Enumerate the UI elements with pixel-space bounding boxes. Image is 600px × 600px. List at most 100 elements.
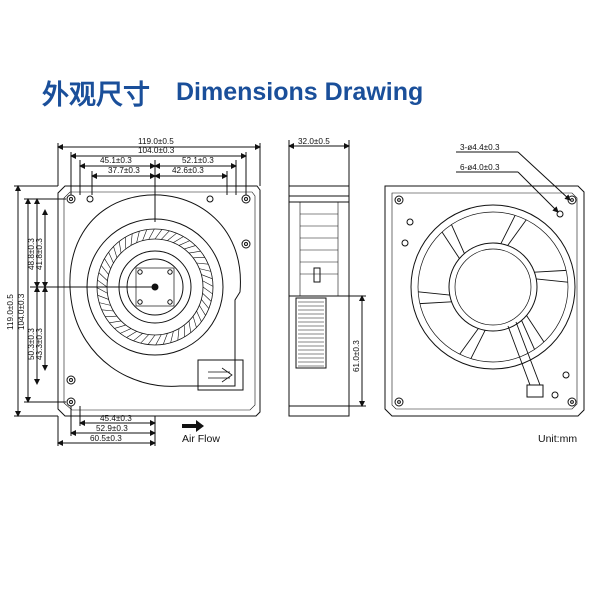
impeller-blade [126,331,137,338]
impeller-blade [192,316,197,328]
impeller-blade [109,320,122,324]
side-outlet-grille [295,297,327,369]
back-spoke [470,330,486,359]
impeller-blade [99,302,111,306]
page-title: 外观尺寸 Dimensions Drawing [42,72,423,112]
impeller-blade [196,310,202,322]
dim-overall-height: 119.0±0.5 [6,294,15,330]
impeller-blade [136,231,140,243]
unit-label: Unit:mm [538,433,577,445]
dim-right-inner-width: 42.6±0.3 [172,166,204,175]
side-fins [300,213,338,275]
impeller-blade [161,230,170,240]
dim-outlet-height: 61.0±0.3 [352,340,361,372]
hub-hole [137,299,143,305]
back-spokes [418,215,568,359]
wire-exit [526,384,544,398]
air-flow-label: Air Flow [182,433,220,445]
side-connector [313,267,321,283]
back-spoke [536,278,568,283]
dim-outlet-width-b: 52.9±0.3 [96,424,128,433]
dim-upper-height-a: 48.8±0.3 [27,238,36,270]
impeller-blade [154,229,163,240]
back-spoke [459,328,479,355]
back-spoke [534,269,567,273]
back-spoke [526,315,545,343]
impeller-blade [118,241,122,254]
front-housing-inner-edge [63,191,256,411]
impeller-blade [188,320,192,333]
impeller-blades [96,228,214,346]
label-plate [197,359,244,391]
hole-note-1: 3-ø4.4±0.3 [460,143,500,152]
impeller-blade [114,324,126,329]
dim-outlet-width-c: 60.5±0.3 [90,434,122,443]
impeller-blade [177,328,180,341]
dim-right-half-width: 52.1±0.3 [182,156,214,165]
back-spoke [500,215,516,244]
impeller-blade [140,334,149,344]
mounting-holes [66,194,251,407]
back-housing-outline [384,185,585,417]
back-spoke [418,291,450,296]
back-spoke [441,231,460,259]
label-plate-arrow-symbol [208,367,233,383]
dim-thickness: 32.0±0.5 [298,137,330,146]
hub-hole [137,269,143,275]
impeller-blade [202,293,212,302]
impeller-blade [202,280,214,287]
back-ring [417,211,569,363]
impeller-blade [202,286,213,295]
impeller-blade [108,252,114,264]
back-outer-ring [410,204,576,370]
dim-upper-height-b: 41.8±0.3 [35,238,44,270]
back-view [384,151,585,417]
dim-lower-height-b: 43.3±0.3 [35,328,44,360]
front-view [14,143,261,446]
volute-scroll [69,194,241,387]
back-hub-outer [448,242,538,332]
impeller-blade [178,240,190,246]
impeller-blade [196,262,209,265]
hub-hole [167,299,173,305]
impeller-blade [113,246,118,258]
title-chinese: 外观尺寸 [42,79,150,111]
back-hub-inner [454,248,532,326]
impeller-blade [98,272,108,281]
impeller-blade [130,233,133,246]
hub-hole [167,269,173,275]
side-housing [288,185,350,417]
impeller-blade [96,287,108,294]
hole-note-leader-1b [517,151,571,201]
back-spoke [451,224,465,254]
impeller-blade [201,274,213,280]
impeller-blade [170,331,174,343]
impeller-blade [101,309,114,312]
impeller-blade [147,334,156,345]
dim-mount-height: 104.0±0.3 [17,293,26,330]
impeller-blade [184,245,196,250]
impeller-blade [97,279,108,288]
dim-left-half-width: 45.1±0.3 [100,156,132,165]
impeller-blade [120,328,132,334]
hole-note-leader-2b [517,171,559,213]
dim-left-inner-width: 37.7±0.3 [108,166,140,175]
back-spoke [507,219,527,246]
impeller-blade [148,228,155,240]
back-frame-inner [391,192,578,410]
impeller-blade [201,299,210,309]
impeller-blade [199,268,211,272]
impeller-blade [142,229,148,241]
back-mounting-holes [394,195,577,407]
impeller-blade [162,333,168,345]
impeller-blade [155,334,162,346]
impeller-blade [104,258,111,269]
back-spoke [521,320,535,350]
outlet-grille-lines [298,301,324,367]
wire-channel [507,321,541,386]
dim-overall-width: 119.0±0.5 [138,137,174,146]
impeller-blade [133,333,143,342]
air-flow-arrow-icon [182,420,204,432]
front-housing-outline [57,185,261,417]
